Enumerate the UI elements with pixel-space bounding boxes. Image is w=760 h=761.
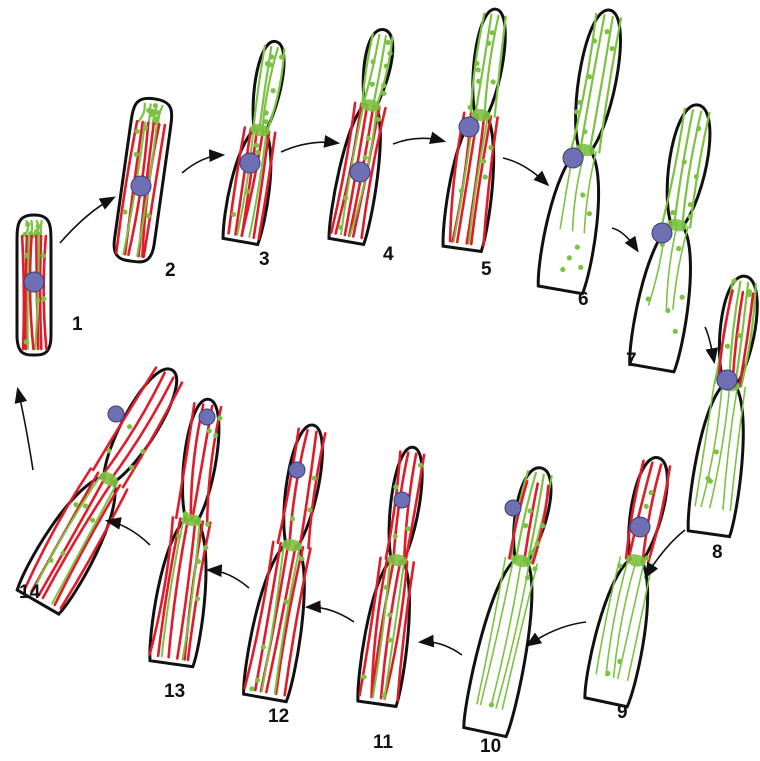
stage-label-2: 2 — [165, 260, 176, 281]
stage-label-7: 7 — [626, 350, 637, 371]
nucleus — [108, 406, 124, 422]
stage-label-9: 9 — [617, 702, 628, 723]
stage-arrow — [705, 327, 714, 361]
nucleus — [131, 176, 151, 196]
nucleus — [652, 223, 672, 243]
nucleus — [459, 117, 479, 137]
green-dot — [24, 339, 29, 344]
cell-outline — [355, 444, 434, 707]
green-dot — [41, 296, 46, 301]
green-dot — [25, 222, 30, 227]
cell-stage-11 — [355, 444, 434, 707]
stage-label-13: 13 — [164, 681, 185, 702]
stage-arrow — [281, 142, 337, 152]
stage-label-8: 8 — [712, 542, 723, 563]
red-filament — [40, 236, 41, 349]
nucleus — [240, 153, 260, 173]
stage-label-5: 5 — [481, 259, 492, 280]
nucleus — [630, 517, 650, 537]
green-dot — [40, 253, 45, 258]
stage-label-14: 14 — [19, 582, 41, 603]
green-dot — [24, 253, 29, 258]
cell-stage-4 — [327, 26, 404, 245]
stage-label-6: 6 — [578, 289, 589, 310]
cell-stage-9 — [582, 453, 682, 708]
stage-arrow — [528, 622, 586, 645]
stage-arrow — [18, 390, 33, 470]
stage-arrow — [503, 158, 547, 184]
cell-stage-3 — [221, 38, 296, 245]
cell-stage-8 — [685, 273, 760, 537]
red-filament — [25, 236, 26, 349]
stage-label-3: 3 — [259, 249, 270, 270]
stage-label-11: 11 — [373, 732, 394, 753]
stage-label-4: 4 — [383, 244, 394, 265]
stage-arrow — [182, 155, 222, 173]
nucleus — [24, 272, 44, 292]
stage-label-1: 1 — [72, 314, 83, 335]
nucleus — [289, 462, 305, 478]
nucleus — [563, 148, 583, 168]
nucleus — [199, 409, 215, 425]
stage-arrow — [393, 138, 443, 144]
stage-arrow — [421, 642, 462, 655]
stage-label-12: 12 — [268, 706, 289, 727]
stage-arrow — [108, 521, 150, 545]
cell-stage-5 — [440, 6, 517, 252]
stage-arrow — [308, 607, 354, 622]
green-filament — [41, 221, 42, 236]
cell-stage-10 — [461, 463, 565, 737]
cell-stage-6 — [535, 6, 635, 295]
stage-arrow — [60, 198, 113, 243]
nucleus — [350, 162, 370, 182]
nucleus — [717, 370, 737, 390]
green-filament — [28, 236, 29, 349]
stage-arrow — [209, 570, 249, 588]
cell-stage-2 — [112, 96, 174, 264]
cell-stage-12 — [241, 421, 338, 702]
cell-stage-7 — [627, 101, 724, 373]
cell-stage-1 — [17, 215, 51, 355]
green-dot — [35, 297, 40, 302]
stage-arrow — [612, 228, 637, 250]
nucleus — [505, 500, 521, 516]
cell-stage-13 — [147, 396, 233, 667]
green-dot — [36, 224, 41, 229]
nucleus — [394, 492, 410, 508]
stage-label-10: 10 — [480, 736, 501, 757]
